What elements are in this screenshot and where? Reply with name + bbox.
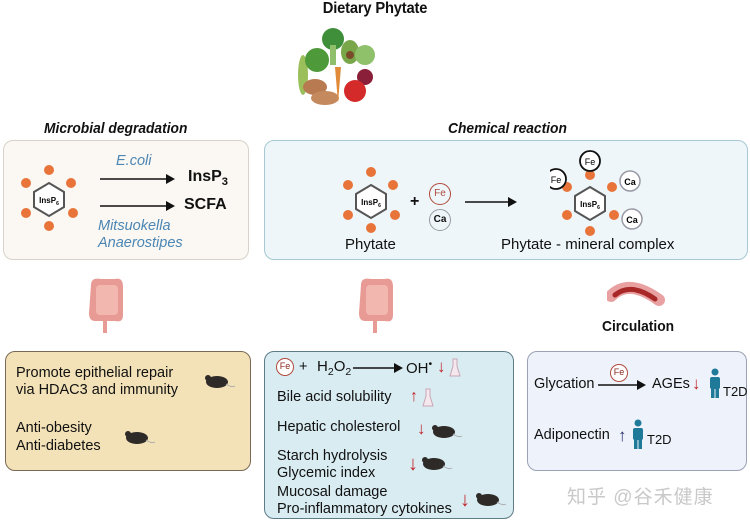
- adiponectin-label: Adiponectin: [534, 427, 610, 443]
- effect-text: Anti-obesity: [16, 420, 92, 436]
- svg-text:Ca: Ca: [624, 177, 636, 187]
- svg-text:Fe: Fe: [551, 175, 562, 185]
- section-title-chemical: Chemical reaction: [448, 120, 567, 137]
- phytate-molecule-icon: InsP6: [343, 167, 400, 233]
- arrow-right-icon: [100, 174, 175, 184]
- effect-text: Anti-diabetes: [16, 438, 101, 454]
- diagram-title: Dietary Phytate: [322, 0, 428, 17]
- effect-text: Pro-inflammatory cytokines: [277, 501, 452, 517]
- reaction-arrow-icon: [465, 197, 517, 207]
- phytate-mineral-complex-icon: InsP6 Fe Fe Ca Ca: [550, 150, 643, 236]
- decrease-arrow-icon: ↓: [437, 357, 446, 376]
- intestine-icon: [89, 278, 123, 333]
- spinach-icon: [305, 48, 329, 72]
- intestine-icon: [359, 278, 393, 333]
- fe-ion-icon: Fe: [429, 183, 451, 205]
- svg-text:InsP6: InsP6: [39, 196, 59, 207]
- decrease-arrow-icon: ↓: [460, 489, 470, 511]
- watermark: 知乎 @谷禾健康: [567, 487, 714, 508]
- svg-text:InsP6: InsP6: [361, 198, 381, 209]
- ca-ion-icon: Ca: [429, 209, 451, 231]
- effect-text: Glycemic index: [277, 465, 376, 481]
- vegetables-illustration: [298, 28, 375, 105]
- complex-label: Phytate - mineral complex: [501, 236, 675, 253]
- blood-vessel-icon: [607, 282, 665, 306]
- h2o2-label: H2O2: [317, 358, 352, 378]
- svg-text:Ca: Ca: [626, 215, 638, 225]
- nuts-icon: [303, 79, 327, 95]
- fe-catalyst-icon: Fe: [610, 364, 628, 382]
- mouse-icon: [125, 431, 156, 444]
- bacteria-mitsuokella: Mitsuokella: [98, 218, 171, 234]
- section-title-circulation: Circulation: [602, 318, 675, 335]
- carrot-icon: [335, 67, 341, 103]
- person-icon: [710, 368, 720, 398]
- svg-text:InsP6: InsP6: [580, 200, 600, 211]
- decrease-arrow-icon: ↓: [417, 419, 426, 438]
- glycation-label: Glycation: [534, 376, 595, 392]
- mouse-icon: [432, 425, 463, 438]
- t2d-label: T2D: [723, 384, 748, 399]
- svg-text:Fe: Fe: [585, 157, 596, 167]
- effect-text: Mucosal damage: [277, 484, 388, 500]
- section-title-microbial: Microbial degradation: [44, 120, 188, 137]
- mouse-icon: [422, 457, 453, 470]
- insp6-molecule-icon: InsP6: [21, 165, 78, 231]
- effect-text: Hepatic cholesterol: [277, 419, 401, 435]
- chemical-effects-panel: Fe + H2O2 OH• ↓ Bile acid solubility ↑ H…: [264, 351, 514, 519]
- t2d-label: T2D: [647, 432, 672, 447]
- broccoli-icon: [322, 28, 344, 50]
- plus-sign: +: [410, 193, 420, 210]
- bacteria-anaerostipes: Anaerostipes: [98, 235, 183, 251]
- bacteria-ecoli: E.coli: [116, 153, 152, 169]
- effect-text: Bile acid solubility: [277, 389, 392, 405]
- increase-arrow-icon: ↑: [618, 426, 627, 445]
- effect-text: via HDAC3 and immunity: [16, 382, 178, 398]
- microbial-degradation-panel: InsP6 E.coli InsP3 SCFA Mitsuokella Anae…: [3, 140, 249, 260]
- plus-sign: +: [299, 359, 308, 375]
- reaction-arrow-icon: [598, 380, 646, 390]
- tomato-icon: [344, 80, 366, 102]
- flask-icon: [422, 388, 434, 407]
- ages-label: AGEs: [652, 376, 690, 392]
- circulation-effects-panel: Glycation Fe AGEs ↓ T2D Adiponectin ↑ T2…: [527, 351, 748, 471]
- decrease-arrow-icon: ↓: [692, 374, 701, 393]
- flask-icon: [449, 358, 461, 377]
- arrow-right-icon: [100, 201, 175, 211]
- mouse-icon: [476, 493, 507, 506]
- decrease-arrow-icon: ↓: [408, 453, 418, 475]
- fe-ion-icon: Fe: [276, 358, 294, 376]
- microbial-effects-panel: Promote epithelial repair via HDAC3 and …: [5, 351, 251, 471]
- effect-text: Starch hydrolysis: [277, 448, 388, 464]
- product-scfa: SCFA: [184, 196, 227, 213]
- chemical-reaction-panel: InsP6 Phytate + Fe Ca InsP6 Fe Fe Ca Ca …: [264, 140, 748, 260]
- phytate-label: Phytate: [345, 236, 396, 253]
- increase-arrow-icon: ↑: [410, 388, 418, 405]
- effect-text: Promote epithelial repair: [16, 365, 174, 381]
- mouse-icon: [205, 375, 236, 388]
- beet-icon: [357, 69, 373, 85]
- product-insp3: InsP3: [188, 168, 229, 189]
- hydroxyl-radical-label: OH•: [406, 358, 433, 377]
- person-icon: [633, 419, 643, 449]
- reaction-arrow-icon: [353, 363, 403, 373]
